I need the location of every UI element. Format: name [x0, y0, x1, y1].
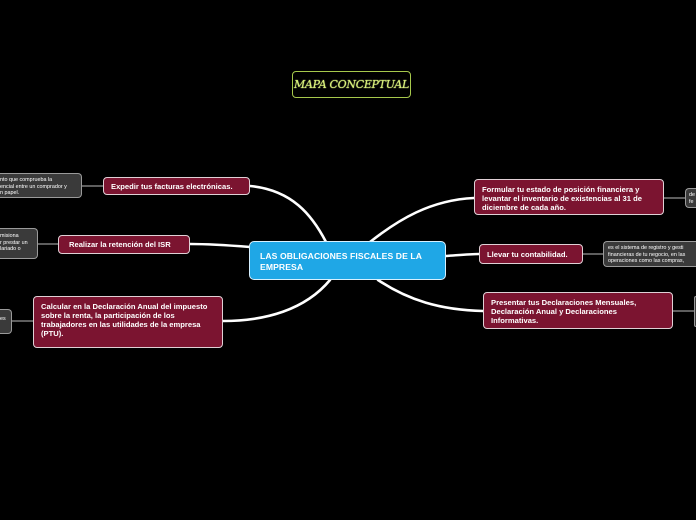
topic-declaracion-anual[interactable]: Calcular en la Declaración Anual del imp… — [33, 296, 223, 348]
note-declaraciones[interactable] — [694, 296, 696, 327]
topic-facturas[interactable]: Expedir tus facturas electrónicas. — [103, 177, 250, 195]
map-title: MAPA CONCEPTUAL — [292, 71, 411, 98]
link-estado-posicion — [368, 196, 476, 244]
link-declaraciones — [376, 278, 485, 313]
link-retencion — [188, 242, 252, 249]
note-retencion[interactable]: misiona r prestar un lariado o — [0, 228, 38, 259]
note-contabilidad[interactable]: es el sistema de registro y gesti financ… — [603, 241, 696, 267]
note-estado-posicion[interactable]: de fe — [685, 188, 696, 208]
central-topic[interactable]: LAS OBLIGACIONES FISCALES DE LA EMPRESA — [249, 241, 446, 280]
topic-estado-posicion[interactable]: Formular tu estado de posición financier… — [474, 179, 664, 215]
note-declaracion-anual[interactable]: es — [0, 309, 12, 334]
link-declaracion-anual — [221, 278, 332, 323]
topic-declaraciones[interactable]: Presentar tus Declaraciones Mensuales, D… — [483, 292, 673, 329]
link-facturas — [248, 184, 328, 244]
link-contabilidad — [444, 252, 481, 258]
note-facturas[interactable]: nto que comprueba la encial entre un com… — [0, 173, 82, 198]
topic-contabilidad[interactable]: Llevar tu contabilidad. — [479, 244, 583, 264]
topic-retencion[interactable]: Realizar la retención del ISR — [58, 235, 190, 254]
